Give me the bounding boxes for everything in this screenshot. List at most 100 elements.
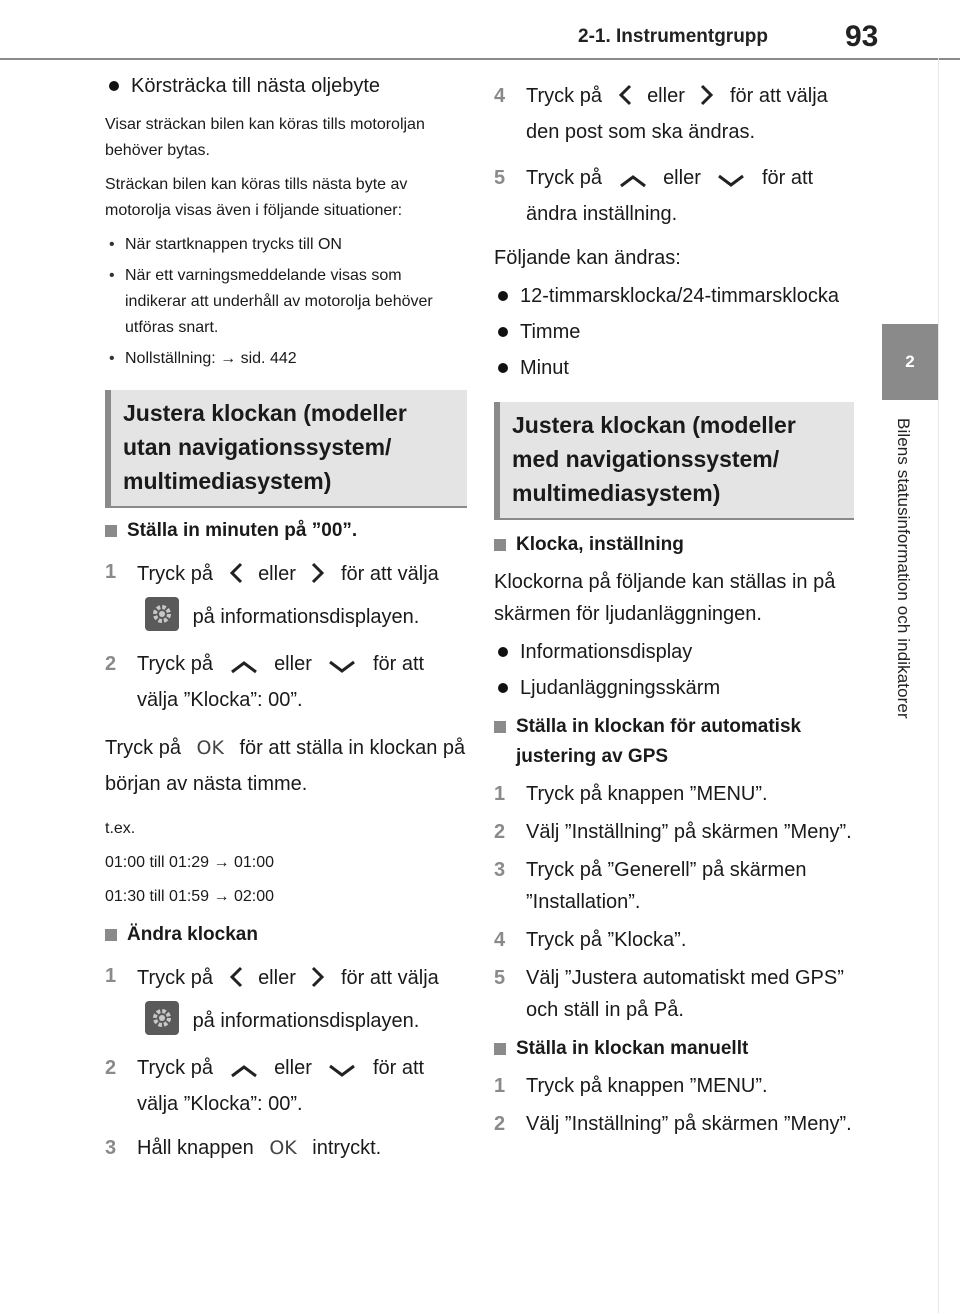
step-number: 1 — [494, 1075, 506, 1097]
bullet-icon — [498, 327, 508, 337]
oil-change-heading: Körsträcka till nästa oljebyte — [105, 70, 467, 102]
step-text: eller — [663, 167, 701, 189]
chevron-up-icon — [618, 166, 648, 198]
square-bullet-icon — [105, 929, 117, 941]
step-text: Tryck på knappen ”MENU”. — [526, 783, 768, 805]
step-1: 1 Tryck på eller för att välja på inform… — [105, 556, 467, 636]
subheading-text: Ställa in klockan manuellt — [516, 1038, 749, 1059]
step-text: för att välja — [340, 563, 439, 585]
list-item: 12-timmarsklocka/24-timmarsklocka — [494, 280, 854, 312]
changeable-intro: Följande kan ändras: — [494, 247, 681, 269]
subheading-text: Klocka, inställning — [516, 534, 684, 555]
section-box-with-navigation: Justera klockan (modeller med navigation… — [494, 402, 854, 520]
oil-change-heading-text: Körsträcka till nästa oljebyte — [131, 75, 381, 97]
step-text: eller — [647, 85, 685, 107]
oil-paragraph-2: Sträckan bilen kan köras tills nästa byt… — [105, 176, 408, 219]
step-text: för att välja ”Klocka”: 00”. — [137, 653, 425, 711]
step-number: 2 — [494, 821, 506, 843]
step-2: 2 Tryck på eller för att välja ”Klocka”:… — [105, 1052, 467, 1120]
step-text: intryckt. — [312, 1137, 382, 1159]
step-1: 1 Tryck på knappen ”MENU”. — [494, 1070, 854, 1102]
list-item: Minut — [494, 352, 854, 384]
step-text: Tryck på — [137, 1057, 213, 1079]
right-column: 4 Tryck på eller för att välja den post … — [494, 80, 854, 1140]
step-number: 1 — [105, 561, 117, 583]
square-bullet-icon — [494, 539, 506, 551]
section-title: 2-1. Instrumentgrupp — [578, 26, 769, 47]
step-number: 5 — [494, 167, 506, 189]
step-text: eller — [274, 1057, 312, 1079]
step-2: 2 Välj ”Inställning” på skärmen ”Meny”. — [494, 1108, 854, 1140]
step-text: Tryck på — [526, 167, 602, 189]
step-text: för att välja ”Klocka”: 00”. — [137, 1057, 425, 1115]
text: Tryck på — [105, 737, 181, 759]
chevron-right-icon — [700, 84, 714, 116]
ok-button-label: OK — [196, 737, 224, 759]
subheading-text: Ändra klockan — [127, 924, 258, 945]
bullet-icon — [498, 647, 508, 657]
step-text: eller — [274, 653, 312, 675]
chapter-number-tab[interactable]: 2 — [882, 324, 938, 400]
subheading-change-clock: Ändra klockan — [105, 920, 467, 950]
step-number: 2 — [105, 653, 117, 675]
left-column: Körsträcka till nästa oljebyte Visar str… — [105, 70, 467, 1164]
step-number: 2 — [105, 1057, 117, 1079]
ok-button-label: OK — [269, 1137, 297, 1159]
chevron-up-icon — [229, 1056, 259, 1088]
step-1: 1 Tryck på eller för att välja på inform… — [105, 960, 467, 1040]
example-label: t.ex. — [105, 820, 136, 837]
bullet-icon — [498, 683, 508, 693]
step-text: eller — [258, 967, 296, 989]
step-number: 3 — [494, 859, 506, 881]
chevron-up-icon — [229, 652, 259, 684]
example-line-1: 01:00 till 01:29 → 01:00 — [105, 854, 275, 871]
step-text: Välj ”Justera automatiskt med GPS” och s… — [526, 967, 844, 1021]
chevron-down-icon — [716, 166, 746, 198]
chevron-left-icon — [229, 964, 243, 1001]
step-text: för att ändra inställning. — [526, 167, 814, 225]
list-item: När startknappen trycks till ON — [105, 232, 467, 258]
settings-gear-icon — [145, 597, 179, 631]
step-number: 1 — [105, 965, 117, 987]
list-item: Timme — [494, 316, 854, 348]
step-text: eller — [258, 563, 296, 585]
text: för att ställa in klockan på början av n… — [105, 737, 466, 795]
bullet-icon — [498, 363, 508, 373]
step-text: Tryck på — [526, 85, 602, 107]
step-text: Tryck på — [137, 653, 213, 675]
subheading-text: Ställa in klockan för automatisk justeri… — [516, 716, 802, 767]
step-text: på informationsdisplayen. — [192, 606, 420, 628]
step-text: Håll knappen — [137, 1137, 254, 1159]
step-text: för att välja den post som ska ändras. — [526, 85, 828, 143]
step-4: 4 Tryck på eller för att välja den post … — [494, 80, 854, 148]
clock-setting-paragraph: Klockorna på följande kan ställas in på … — [494, 571, 836, 625]
step-number: 4 — [494, 929, 506, 951]
section-box-title: Justera klockan (modeller utan navigatio… — [123, 400, 407, 494]
bullet-icon — [109, 81, 119, 91]
step-text: för att välja — [340, 967, 439, 989]
list-item: När ett varningsmeddelande visas som ind… — [105, 263, 467, 341]
oil-situations-list: När startknappen trycks till ON När ett … — [105, 232, 467, 372]
step-number: 5 — [494, 967, 506, 989]
step-2: 2 Välj ”Inställning” på skärmen ”Meny”. — [494, 816, 854, 848]
chevron-down-icon — [327, 1056, 357, 1088]
example-line-2: 01:30 till 01:59 → 02:00 — [105, 888, 275, 905]
square-bullet-icon — [494, 721, 506, 733]
list-item-text: Timme — [520, 321, 581, 343]
chapter-title-vertical: Bilens statusinformation och indikatorer — [894, 418, 913, 719]
list-item: Nollställning: → sid. 442 — [105, 346, 467, 372]
subheading-text: Ställa in minuten på ”00”. — [127, 520, 358, 541]
chevron-down-icon — [327, 652, 357, 684]
square-bullet-icon — [494, 1043, 506, 1055]
step-text: Tryck på ”Generell” på skärmen ”Installa… — [526, 859, 807, 913]
chevron-left-icon — [229, 560, 243, 597]
step-2: 2 Tryck på eller för att välja ”Klocka”:… — [105, 648, 467, 716]
list-item: Informationsdisplay — [494, 636, 854, 668]
subheading-manual: Ställa in klockan manuellt — [494, 1034, 854, 1064]
step-text: Tryck på — [137, 563, 213, 585]
step-4: 4 Tryck på ”Klocka”. — [494, 924, 854, 956]
section-box-no-navigation: Justera klockan (modeller utan navigatio… — [105, 390, 467, 508]
step-3: 3 Håll knappen OK intryckt. — [105, 1132, 467, 1164]
step-1: 1 Tryck på knappen ”MENU”. — [494, 778, 854, 810]
step-5: 5 Välj ”Justera automatiskt med GPS” och… — [494, 962, 854, 1026]
